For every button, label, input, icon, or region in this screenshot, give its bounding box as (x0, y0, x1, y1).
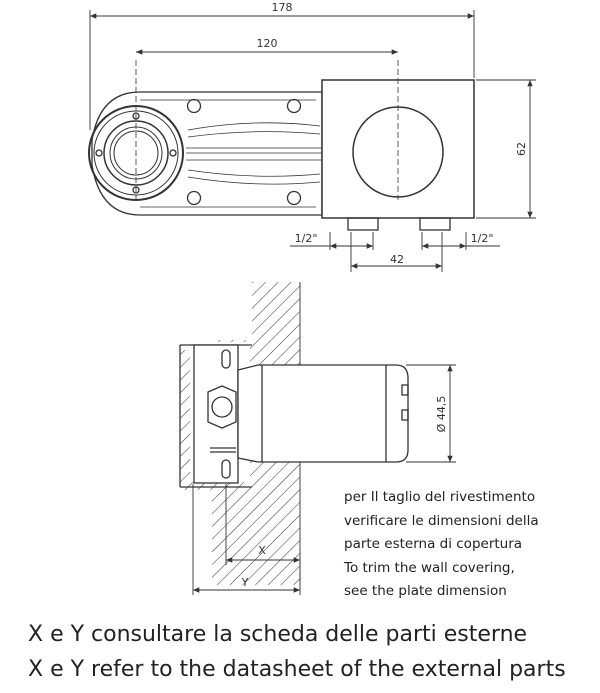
note-line: see the plate dimension (344, 583, 507, 599)
dim-overall-length: 178 (272, 1, 293, 14)
note-line: verificare le dimensioni della (344, 512, 539, 529)
top-view (88, 60, 475, 231)
dim-outlet-spacing: 42 (390, 253, 404, 266)
side-view (179, 282, 409, 585)
outlet-right (419, 217, 451, 231)
dim-center-distance: 120 (257, 37, 278, 50)
hex-nut (207, 385, 237, 429)
dim-height: 62 (515, 142, 528, 156)
note-line: per Il taglio del rivestimento (344, 489, 536, 505)
dim-thread-left: 1/2" (295, 232, 318, 245)
mounting-hole (186, 190, 202, 206)
mounting-hole (186, 98, 202, 114)
rib-lines (186, 122, 334, 185)
dim-x: X (258, 544, 266, 557)
dim-thread-right: 1/2" (471, 232, 494, 245)
dimension-lines-top (89, 10, 536, 272)
mounting-hole (286, 98, 302, 114)
cylinder-body (237, 364, 409, 463)
note-line: parte esterna di copertura (344, 536, 523, 552)
note-line: To trim the wall covering, (344, 559, 515, 576)
dim-y: Y (241, 576, 249, 589)
footer-english: X e Y refer to the datasheet of the exte… (28, 657, 566, 682)
footer-italian: X e Y consultare la scheda delle parti e… (28, 622, 528, 647)
outlet-left (347, 217, 379, 231)
dim-diameter: Ø 44,5 (435, 396, 448, 433)
dimension-lines-side (192, 364, 456, 595)
trim-note: per Il taglio del rivestimento verificar… (344, 486, 584, 604)
mounting-hole (286, 190, 302, 206)
